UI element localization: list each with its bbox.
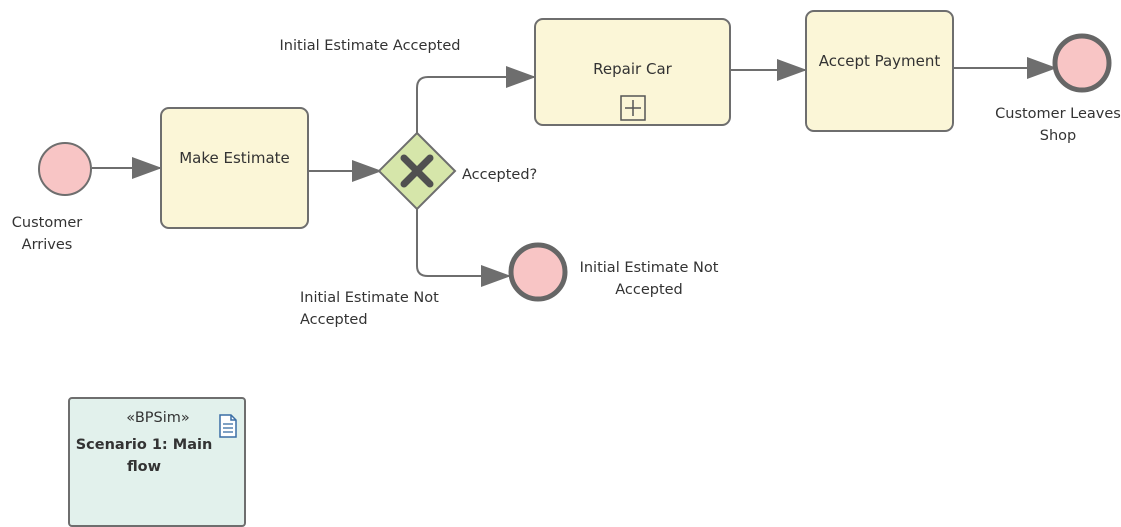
flow-gateway-to-not-accepted[interactable] [416,207,511,287]
artifact-stereotype: «BPSim» [126,410,190,426]
artifact-name: Scenario 1: Main flow [75,437,213,475]
start-event[interactable] [38,142,92,196]
task-repair-car[interactable] [534,18,731,126]
end-event-customer-leaves[interactable] [1052,33,1112,93]
task-make-estimate[interactable] [160,107,309,229]
end-event-not-accepted[interactable] [508,242,568,302]
flow-not-accepted-label: Initial Estimate Not Accepted [300,290,439,328]
document-icon [218,414,238,442]
end-event-not-accepted-label: Initial Estimate Not Accepted [579,260,719,298]
subprocess-marker-icon [620,95,646,121]
end-event-customer-leaves-label: Customer Leaves Shop [995,106,1121,144]
flow-accepted-label: Initial Estimate Accepted [279,38,461,54]
task-accept-payment[interactable] [805,10,954,132]
bpsim-artifact[interactable]: «BPSim» Scenario 1: Main flow [68,397,246,527]
gateway-label: Accepted? [462,167,538,183]
start-event-label: Customer Arrives [11,215,83,253]
flow-gateway-to-repair[interactable] [416,66,536,133]
x-icon [400,154,434,188]
